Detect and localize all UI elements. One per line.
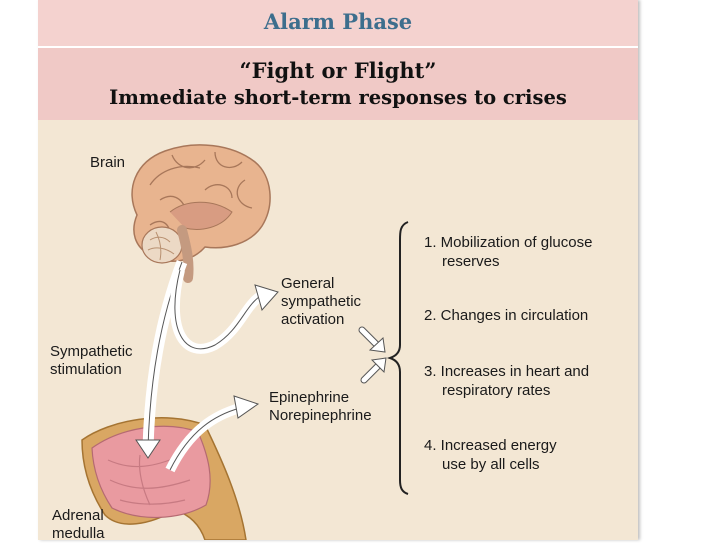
response-item: 3. Increases in heart and respiratory ra…: [424, 362, 589, 400]
sympathetic-stimulation-label: Sympathetic stimulation: [50, 343, 133, 379]
general-activation-label: General sympathetic activation: [281, 275, 361, 329]
convergence-arrows: [362, 330, 386, 380]
response-item: 4. Increased energy use by all cells: [424, 436, 557, 474]
brain-label: Brain: [90, 154, 125, 172]
response-item: 1. Mobilization of glucose reserves: [424, 233, 592, 271]
adrenal-medulla-label: Adrenal medulla: [52, 507, 105, 543]
adrenal-illustration: [82, 418, 246, 540]
hormones-label: Epinephrine Norepinephrine: [269, 389, 372, 425]
response-bracket: [390, 222, 408, 494]
response-item: 2. Changes in circulation: [424, 306, 588, 325]
brain-illustration: [132, 145, 270, 278]
